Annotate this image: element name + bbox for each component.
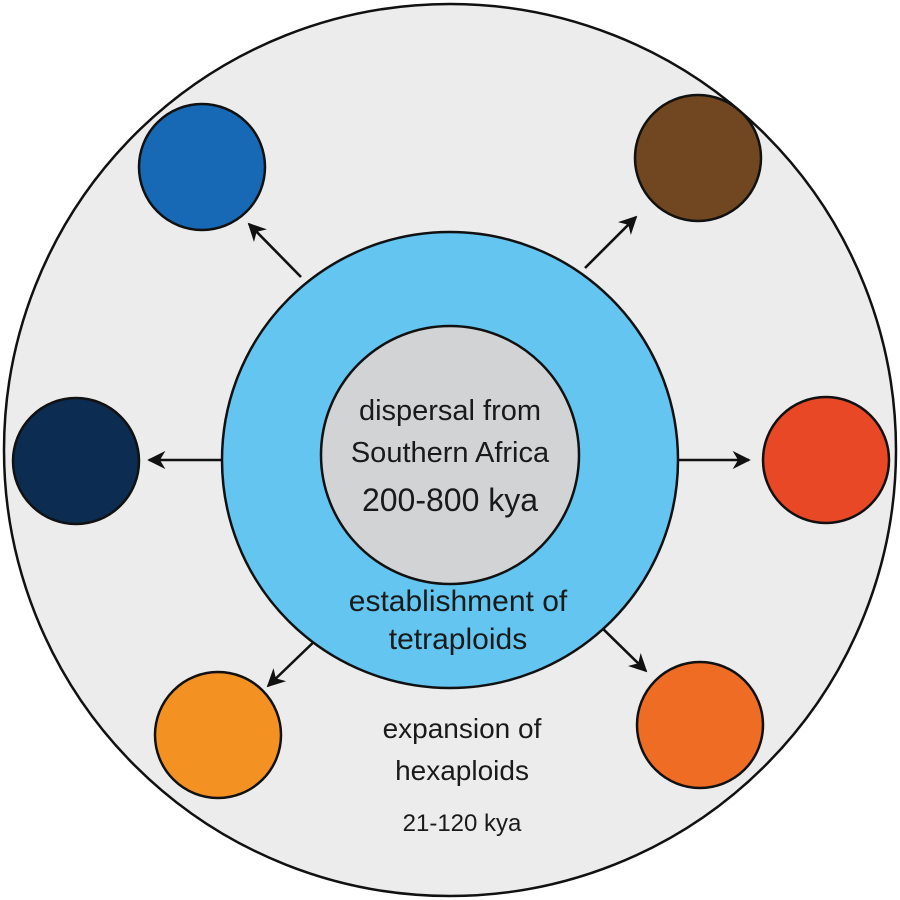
hexaploid-label-line1: expansion of [383,713,542,744]
population-circle-upper-left [137,102,267,232]
arrow-upper-right [584,215,638,269]
population-circle-left [11,396,141,526]
hexaploid-date-label: 21-120 kya [403,810,522,837]
population-circle-lower-left [153,670,283,800]
center-label-line1: dispersal from [359,395,541,427]
arrow-upper-left [247,222,302,278]
center-circle-origin [319,324,581,586]
tetraploid-label-line1: establishment of [349,585,568,618]
hexaploid-label-line2: hexaploids [395,755,529,786]
tetraploid-label-line2: tetraploids [389,623,527,656]
arrow-lower-left [266,635,321,688]
center-label-line2: Southern Africa [351,437,550,469]
arrow-lower-right [596,622,648,673]
population-circle-lower-right [635,660,765,790]
center-label-line3: 200-800 kya [362,482,538,518]
population-circle-upper-right [633,93,763,223]
population-circle-right [761,395,891,525]
